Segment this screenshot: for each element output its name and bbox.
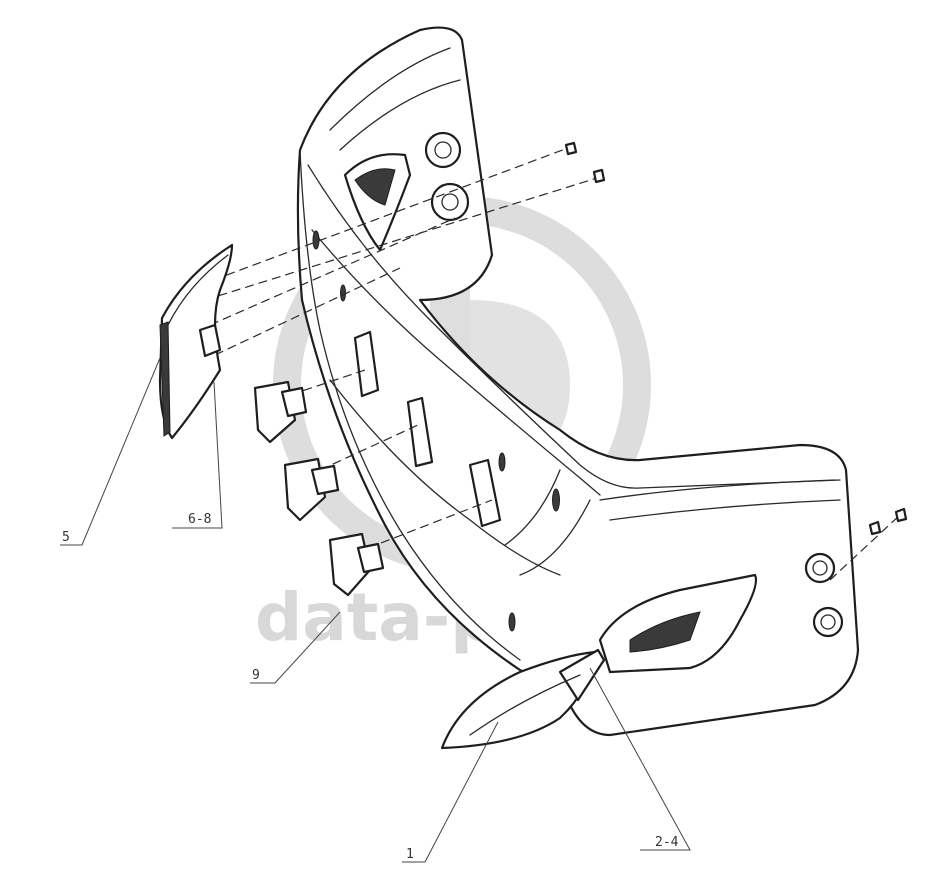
clip-2 bbox=[283, 457, 340, 522]
right-recess-shade bbox=[629, 611, 701, 653]
mount-boss-lower-1 bbox=[804, 552, 836, 584]
slot-opening-1 bbox=[353, 330, 380, 398]
left-recess-shade bbox=[354, 168, 396, 206]
bumper-mid-edge bbox=[311, 229, 601, 496]
corner-trim-clip bbox=[198, 323, 222, 358]
callout-6-8: 6-8 bbox=[188, 512, 211, 527]
clip-1 bbox=[253, 380, 308, 444]
callout-labels: 5 6-8 9 1 2-4 bbox=[62, 512, 679, 862]
slot-opening-2 bbox=[406, 396, 434, 468]
bolt-2 bbox=[592, 168, 606, 184]
corner-trim-outline bbox=[158, 243, 234, 440]
bumper-left-return bbox=[299, 149, 521, 661]
clip-mark-3 bbox=[498, 452, 506, 472]
mount-boss-upper-2 bbox=[430, 182, 470, 222]
corner-trim-strip bbox=[159, 321, 171, 437]
bolt-set bbox=[564, 141, 908, 536]
clip-mark-2 bbox=[340, 284, 346, 302]
bumper-top-edge bbox=[307, 164, 841, 489]
bolt-1 bbox=[564, 141, 578, 156]
assembly-lines bbox=[199, 147, 901, 581]
clip-mark-4 bbox=[552, 488, 560, 512]
corner-trim-edge bbox=[167, 254, 229, 326]
bolt-3 bbox=[868, 520, 882, 536]
callout-5: 5 bbox=[62, 530, 70, 545]
bolt-4 bbox=[894, 507, 908, 523]
side-cover-edge bbox=[469, 674, 581, 736]
callout-9: 9 bbox=[252, 668, 260, 683]
bumper-right-ridge bbox=[599, 479, 841, 521]
part-9-clips bbox=[253, 380, 385, 597]
mount-boss-upper-1-inner bbox=[434, 141, 452, 159]
bumper-inner-ridge bbox=[329, 47, 461, 151]
bumper-center-channel bbox=[504, 469, 591, 576]
part-5-corner-trim bbox=[158, 243, 234, 440]
mount-boss-lower-2 bbox=[812, 606, 844, 638]
side-cover-flange bbox=[558, 648, 606, 702]
callout-2-4: 2-4 bbox=[655, 835, 679, 850]
mount-boss-upper-2-inner bbox=[441, 193, 459, 211]
mount-boss-upper-1 bbox=[424, 131, 462, 169]
bumper-body bbox=[296, 26, 860, 737]
clip-mark-1 bbox=[312, 230, 320, 250]
clip-mark-5 bbox=[508, 612, 516, 632]
clip-3 bbox=[328, 532, 385, 597]
mount-boss-lower-1-inner bbox=[812, 560, 828, 576]
bumper-lower-edge bbox=[329, 379, 561, 576]
part-1-side-cover bbox=[440, 648, 606, 750]
leader-lines bbox=[60, 357, 691, 863]
mount-boss-lower-2-inner bbox=[820, 614, 836, 630]
callout-1: 1 bbox=[406, 847, 414, 862]
